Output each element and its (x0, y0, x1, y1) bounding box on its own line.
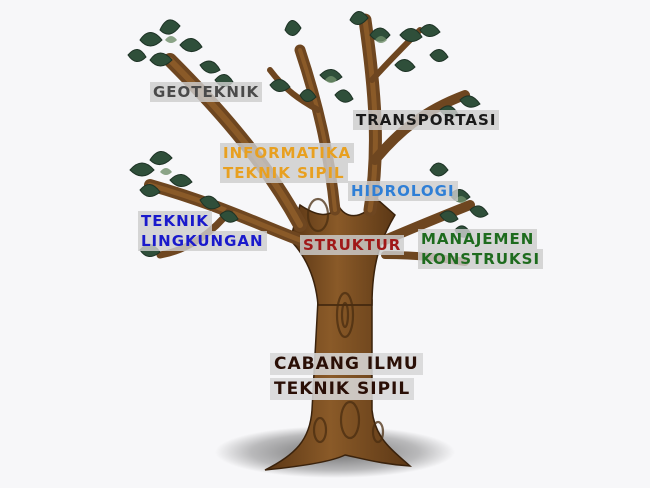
label-transportasi: TRANSPORTASI (353, 110, 500, 130)
label-lingkungan: TEKNIK LINGKUNGAN (138, 211, 267, 251)
label-manajemen-line1: MANAJEMEN (418, 229, 538, 249)
label-hidrologi: HIDROLOGI (348, 181, 458, 201)
label-manajemen: MANAJEMEN KONSTRUKSI (418, 229, 544, 269)
label-hidrologi-text: HIDROLOGI (348, 181, 458, 201)
trunk-title-line1: CABANG ILMU (270, 353, 423, 375)
label-manajemen-line2: KONSTRUKSI (418, 249, 544, 269)
label-geoteknik: GEOTEKNIK (150, 82, 263, 102)
trunk-title-line2: TEKNIK SIPIL (270, 378, 415, 400)
label-geoteknik-text: GEOTEKNIK (150, 82, 263, 102)
trunk-knots (306, 197, 385, 444)
label-lingkungan-line1: TEKNIK (138, 211, 212, 231)
label-struktur: STRUKTUR (300, 235, 405, 255)
label-lingkungan-line2: LINGKUNGAN (138, 231, 267, 251)
label-informatika-line2: TEKNIK SIPIL (220, 163, 348, 183)
label-informatika-line1: INFORMATIKA (220, 143, 355, 163)
trunk-title: CABANG ILMU TEKNIK SIPIL (270, 352, 423, 402)
label-informatika: INFORMATIKA TEKNIK SIPIL (220, 143, 355, 183)
label-transportasi-text: TRANSPORTASI (353, 110, 500, 130)
label-struktur-text: STRUKTUR (300, 235, 405, 255)
